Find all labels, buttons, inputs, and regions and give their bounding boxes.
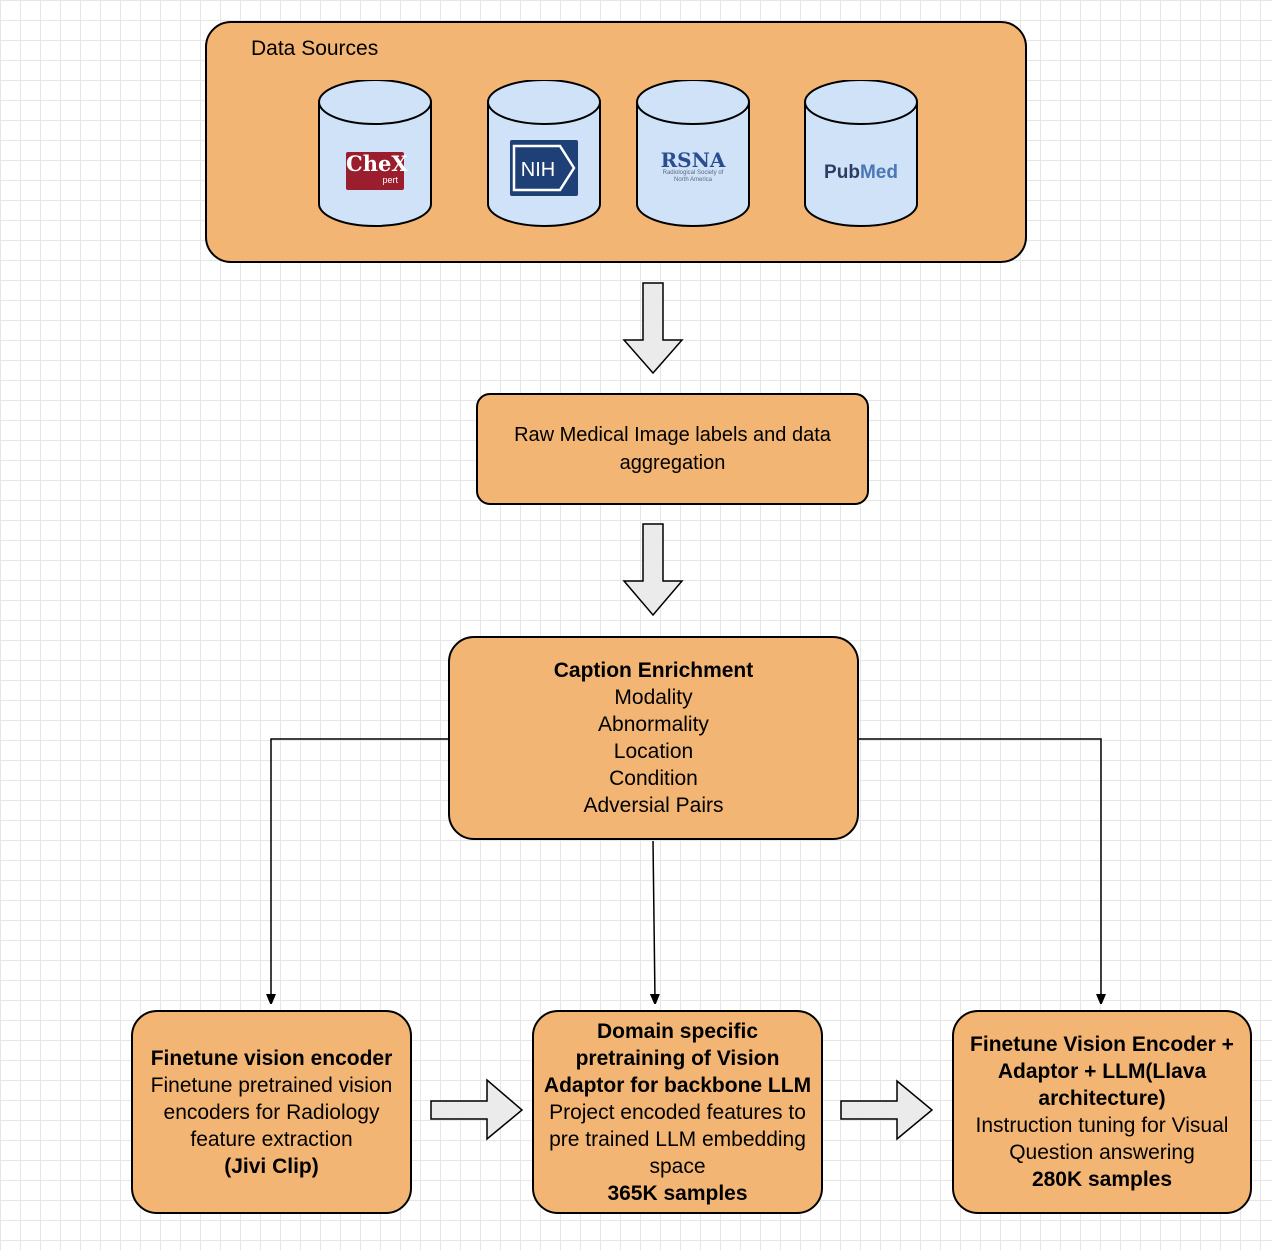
database-cylinder-icon: [636, 79, 750, 227]
chexpert-logo-text: CheX: [346, 151, 408, 176]
stage3-line-2: Question answering: [1009, 1141, 1195, 1164]
pubmed-logo-text-med: Med: [859, 162, 898, 183]
stage3-title-line-3: architecture): [1038, 1087, 1166, 1110]
database-pubmed: PubMed: [803, 79, 919, 228]
aggregation-line-1: Raw Medical Image labels and data: [514, 424, 831, 446]
stage2-box: Domain specific pretraining of Vision Ad…: [532, 1010, 823, 1214]
stage2-highlight: 365K samples: [607, 1181, 748, 1205]
stage2-title-line-2: pretraining of Vision: [575, 1046, 780, 1070]
nih-logo: NIH: [510, 140, 578, 196]
stage1-title: Finetune vision encoder: [150, 1046, 393, 1070]
down-arrow-1: [622, 282, 684, 375]
stage1-line-2: encoders for Radiology: [163, 1100, 380, 1124]
data-sources-panel: Data Sources CheX pert NIH: [205, 21, 1027, 263]
stage3-title-line-1: Finetune Vision Encoder +: [970, 1033, 1234, 1056]
nih-chevron-icon: NIH: [512, 144, 576, 192]
rsna-logo: RSNA Radiological Society of North Ameri…: [659, 150, 727, 184]
caption-item-location: Location: [613, 740, 694, 763]
aggregation-line-2: aggregation: [619, 452, 726, 474]
right-arrow-2: [840, 1079, 934, 1141]
chexpert-logo-subtext: pert: [382, 175, 398, 185]
caption-item-modality: Modality: [614, 686, 693, 709]
connector-caption-to-stage3: [858, 738, 1101, 1000]
rsna-logo-text: RSNA: [660, 148, 726, 172]
caption-enrichment-box: Caption Enrichment Modality Abnormality …: [448, 636, 859, 840]
stage3-box: Finetune Vision Encoder + Adaptor + LLM(…: [952, 1010, 1252, 1214]
stage3-line-1: Instruction tuning for Visual: [975, 1114, 1229, 1137]
stage2-line-2: pre trained LLM embedding: [549, 1127, 806, 1151]
pubmed-logo: PubMed: [824, 162, 898, 184]
aggregation-box: Raw Medical Image labels and data aggreg…: [476, 393, 869, 505]
stage1-box: Finetune vision encoder Finetune pretrai…: [131, 1010, 412, 1214]
pubmed-logo-text-pub: Pub: [824, 162, 860, 183]
right-arrow-1: [430, 1078, 524, 1141]
nih-logo-text: NIH: [521, 159, 555, 181]
stage1-highlight: (Jivi Clip): [224, 1154, 319, 1178]
stage2-line-3: space: [649, 1154, 706, 1178]
stage3-highlight: 280K samples: [1031, 1168, 1173, 1191]
stage3-title-line-2: Adaptor + LLM(Llava: [997, 1060, 1207, 1083]
database-rsna: RSNA Radiological Society of North Ameri…: [635, 79, 751, 228]
caption-enrichment-title: Caption Enrichment: [553, 659, 754, 682]
rsna-logo-subtext: Radiological Society of North America: [662, 170, 724, 183]
chexpert-logo: CheX pert: [346, 152, 408, 190]
caption-item-adversial-pairs: Adversial Pairs: [583, 794, 724, 817]
connector-caption-to-stage1: [271, 738, 448, 1000]
stage2-title-line-3: Adaptor for backbone LLM: [543, 1073, 812, 1097]
stage2-line-1: Project encoded features to: [549, 1100, 806, 1124]
database-nih: NIH: [486, 79, 602, 228]
database-cylinder-icon: [804, 79, 918, 227]
down-arrow-2: [622, 523, 684, 617]
data-sources-title: Data Sources: [251, 37, 379, 60]
connector-caption-to-stage2: [653, 840, 655, 1000]
stage1-line-1: Finetune pretrained vision: [150, 1073, 393, 1097]
caption-item-abnormality: Abnormality: [598, 713, 709, 736]
stage1-line-3: feature extraction: [190, 1127, 353, 1151]
caption-item-condition: Condition: [609, 767, 698, 790]
database-chexpert: CheX pert: [317, 79, 433, 228]
stage2-title-line-1: Domain specific: [596, 1019, 759, 1043]
